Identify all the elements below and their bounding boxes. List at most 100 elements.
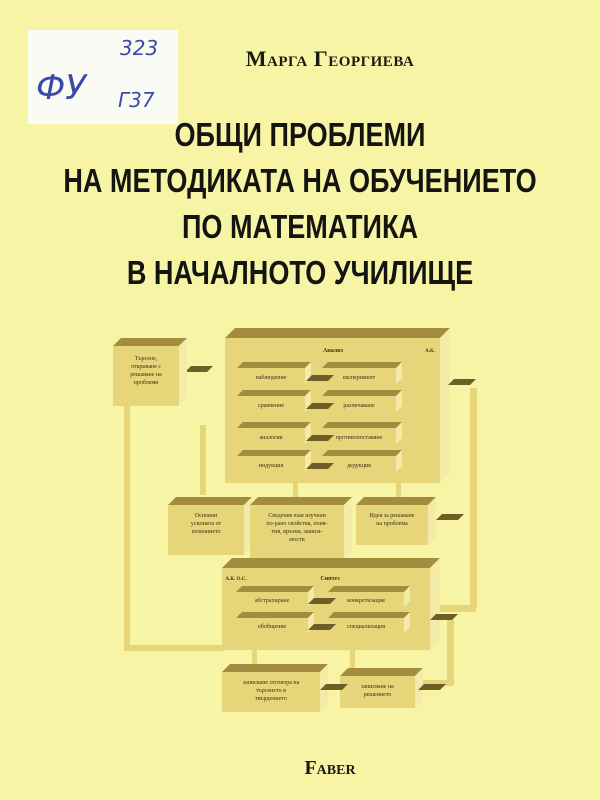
analysis-item-label: аналогия: [259, 435, 282, 441]
analysis-left-item-top: [237, 450, 311, 456]
analysis-item-label: сравнение: [258, 403, 284, 409]
arrow-middle-right: [436, 514, 464, 520]
synthesis-arrow: [308, 598, 336, 604]
synthesis-right-item-top: [328, 586, 410, 592]
middle-box: [356, 505, 428, 545]
publisher-logo: Faber: [304, 757, 356, 779]
left-box-label: решаване на: [130, 372, 162, 378]
library-number-bottom: Г37: [118, 88, 155, 112]
middle-box-label: Основни: [195, 513, 218, 519]
synthesis-right-item: [328, 618, 404, 633]
connector-right-bottom: [447, 620, 454, 685]
middle-box-label: Идея за решаване: [369, 513, 414, 519]
middle-box-label: познанието: [191, 529, 220, 535]
middle-box-side: [428, 497, 436, 545]
analysis-right-item: [322, 396, 396, 412]
analysis-item-label: експеримент: [343, 375, 376, 381]
left-box-label: Търсене,: [135, 356, 158, 362]
middle-box-label: мости: [289, 537, 305, 543]
analysis-left-item-top: [237, 422, 311, 428]
synthesis-item-label: специализация: [347, 624, 385, 630]
middle-box-label: Сведение към изучени: [268, 513, 326, 519]
arrow-into-analysis: [185, 366, 213, 372]
synthesis-box: [222, 568, 430, 650]
analysis-left-item: [237, 396, 305, 412]
connector-analysis-mid: [293, 478, 298, 498]
middle-box-side: [344, 497, 352, 560]
left-box-side: [179, 338, 187, 406]
connector-analysis-left: [200, 425, 206, 495]
synthesis-right-item-side: [404, 612, 410, 633]
bottom-box-label: търсенето в: [256, 688, 286, 694]
analysis-right-item-side: [396, 450, 402, 472]
middle-box-top: [250, 497, 352, 505]
synthesis-item-label: конкретизация: [347, 598, 385, 604]
analysis-left-item-top: [237, 362, 311, 368]
analysis-left-item: [237, 456, 305, 472]
middle-box-top: [168, 497, 252, 505]
connector-synthesis-left: [252, 650, 257, 668]
synthesis-label: Синтез: [320, 576, 340, 582]
synthesis-right-item-top: [328, 612, 410, 618]
arrow-into-synthesis: [430, 614, 458, 620]
connector-analysis-right: [396, 478, 401, 498]
arrow-right-top: [448, 379, 476, 385]
analysis-right-item: [322, 428, 396, 444]
analysis-right-item-side: [396, 422, 402, 444]
analysis-left-item-top: [237, 390, 311, 396]
title-line: НА МЕТОДИКАТА НА ОБУЧЕНИЕТО: [63, 162, 537, 199]
library-mark: ФУ: [36, 68, 86, 108]
arrow-bottom-right: [418, 684, 446, 690]
bottom-box: [340, 676, 415, 708]
analysis-right-item-top: [322, 422, 402, 428]
analysis-item-label: противопоставяне: [336, 435, 383, 441]
synthesis-corner: А.К. О.С.: [226, 577, 248, 582]
analysis-item-label: различаване: [343, 403, 375, 409]
analysis-arrow: [306, 403, 334, 409]
connector-bottom-right: [415, 680, 453, 686]
connector-bottom-left: [124, 645, 224, 651]
synthesis-box-side: [430, 558, 440, 650]
synthesis-left-item: [236, 592, 308, 607]
synthesis-box-top: [222, 558, 440, 568]
analysis-right-item: [322, 456, 396, 472]
synthesis-arrow: [308, 624, 336, 630]
middle-box: [250, 505, 344, 560]
analysis-box-top: [225, 328, 450, 338]
analysis-item-label: дедукция: [347, 463, 371, 469]
middle-box-label: по-рано свойства, поня-: [266, 520, 327, 527]
analysis-right-item-side: [396, 362, 402, 384]
synthesis-right-item: [328, 592, 404, 607]
analysis-right-item-top: [322, 450, 402, 456]
synthesis-left-item-top: [236, 586, 314, 592]
middle-box-label: усилията от: [191, 521, 222, 527]
synthesis-item-label: абстрахиране: [255, 597, 290, 604]
connector-right-lower: [436, 605, 476, 612]
synthesis-left-item: [236, 618, 308, 633]
analysis-right-item-top: [322, 362, 402, 368]
left-box-top: [113, 338, 187, 346]
bottom-box-label: записване отговора на: [243, 680, 300, 686]
bottom-box-top: [340, 668, 423, 676]
analysis-arrow: [306, 463, 334, 469]
analysis-right-item-top: [322, 390, 402, 396]
left-box-label: проблеми: [134, 379, 160, 386]
analysis-arrow: [306, 435, 334, 441]
left-box: [113, 346, 179, 406]
analysis-arrow: [306, 375, 334, 381]
analysis-label: Анализ: [323, 348, 344, 354]
analysis-corner: А.К.: [425, 349, 435, 354]
bottom-box: [222, 672, 320, 712]
title-line: В НАЧАЛНОТО УЧИЛИЩЕ: [126, 254, 474, 291]
library-number-top: 323: [120, 36, 159, 60]
middle-box-top: [356, 497, 436, 505]
analysis-right-item: [322, 368, 396, 384]
analysis-item-label: индукция: [259, 463, 284, 469]
left-box-label: откриване с: [131, 364, 161, 370]
analysis-left-item: [237, 368, 305, 384]
analysis-left-item: [237, 428, 305, 444]
connector-left: [124, 405, 130, 650]
bottom-box-side: [415, 668, 423, 708]
connector-synthesis-right: [350, 650, 355, 668]
analysis-item-label: наблюдение: [256, 374, 287, 381]
